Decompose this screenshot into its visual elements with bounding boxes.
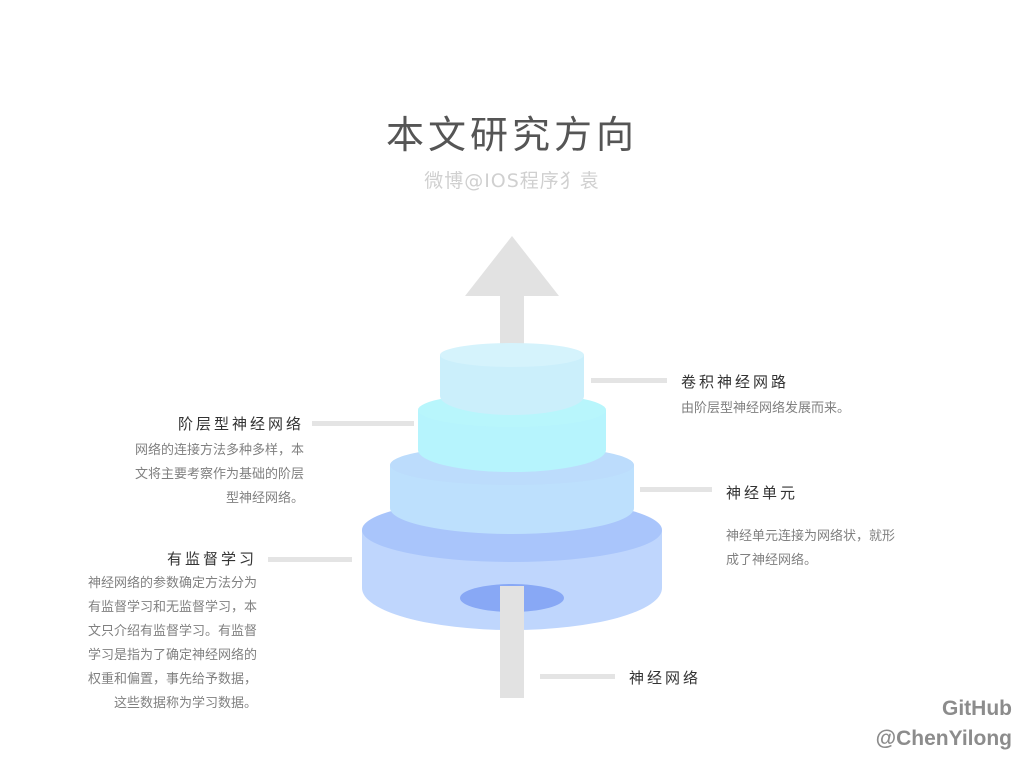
upward-arrow-head <box>465 236 559 296</box>
bottom-layer-heading: 有监督学习 <box>166 550 257 568</box>
second-layer-heading: 阶层型神经网络 <box>177 415 304 433</box>
watermark-line2: @ChenYilong <box>875 727 1012 750</box>
connector-base <box>540 674 615 679</box>
connector-second-layer <box>312 421 414 426</box>
layer-bottom-disc <box>362 498 662 698</box>
base-label: 神经网络 <box>629 669 702 687</box>
second-layer-description: 网络的连接方法多种多样，本 文将主要考察作为基础的阶层 型神经网络。 <box>134 443 304 506</box>
connector-bottom-layer <box>268 557 352 562</box>
watermark-line1: GitHub <box>942 697 1012 720</box>
bottom-layer-description: 神经网络的参数确定方法分为 有监督学习和无监督学习，本 文只介绍有监督学习。有监… <box>87 576 257 711</box>
third-layer-heading: 神经单元 <box>726 484 799 502</box>
page-title: 本文研究方向 <box>385 113 638 157</box>
connector-third-layer <box>640 487 712 492</box>
watermark: GitHub @ChenYilong <box>876 694 1012 754</box>
page-subtitle: 微博@IOS程序犭袁 <box>424 170 600 192</box>
top-layer-description: 由阶层型神经网络发展而来。 <box>681 401 851 416</box>
top-layer-heading: 卷积神经网路 <box>681 373 790 391</box>
third-layer-description: 神经单元连接为网络状，就形 成了神经网络。 <box>726 529 896 568</box>
base-stem <box>500 586 524 698</box>
layer-top-disc <box>440 343 584 415</box>
connector-top-layer <box>591 378 667 383</box>
